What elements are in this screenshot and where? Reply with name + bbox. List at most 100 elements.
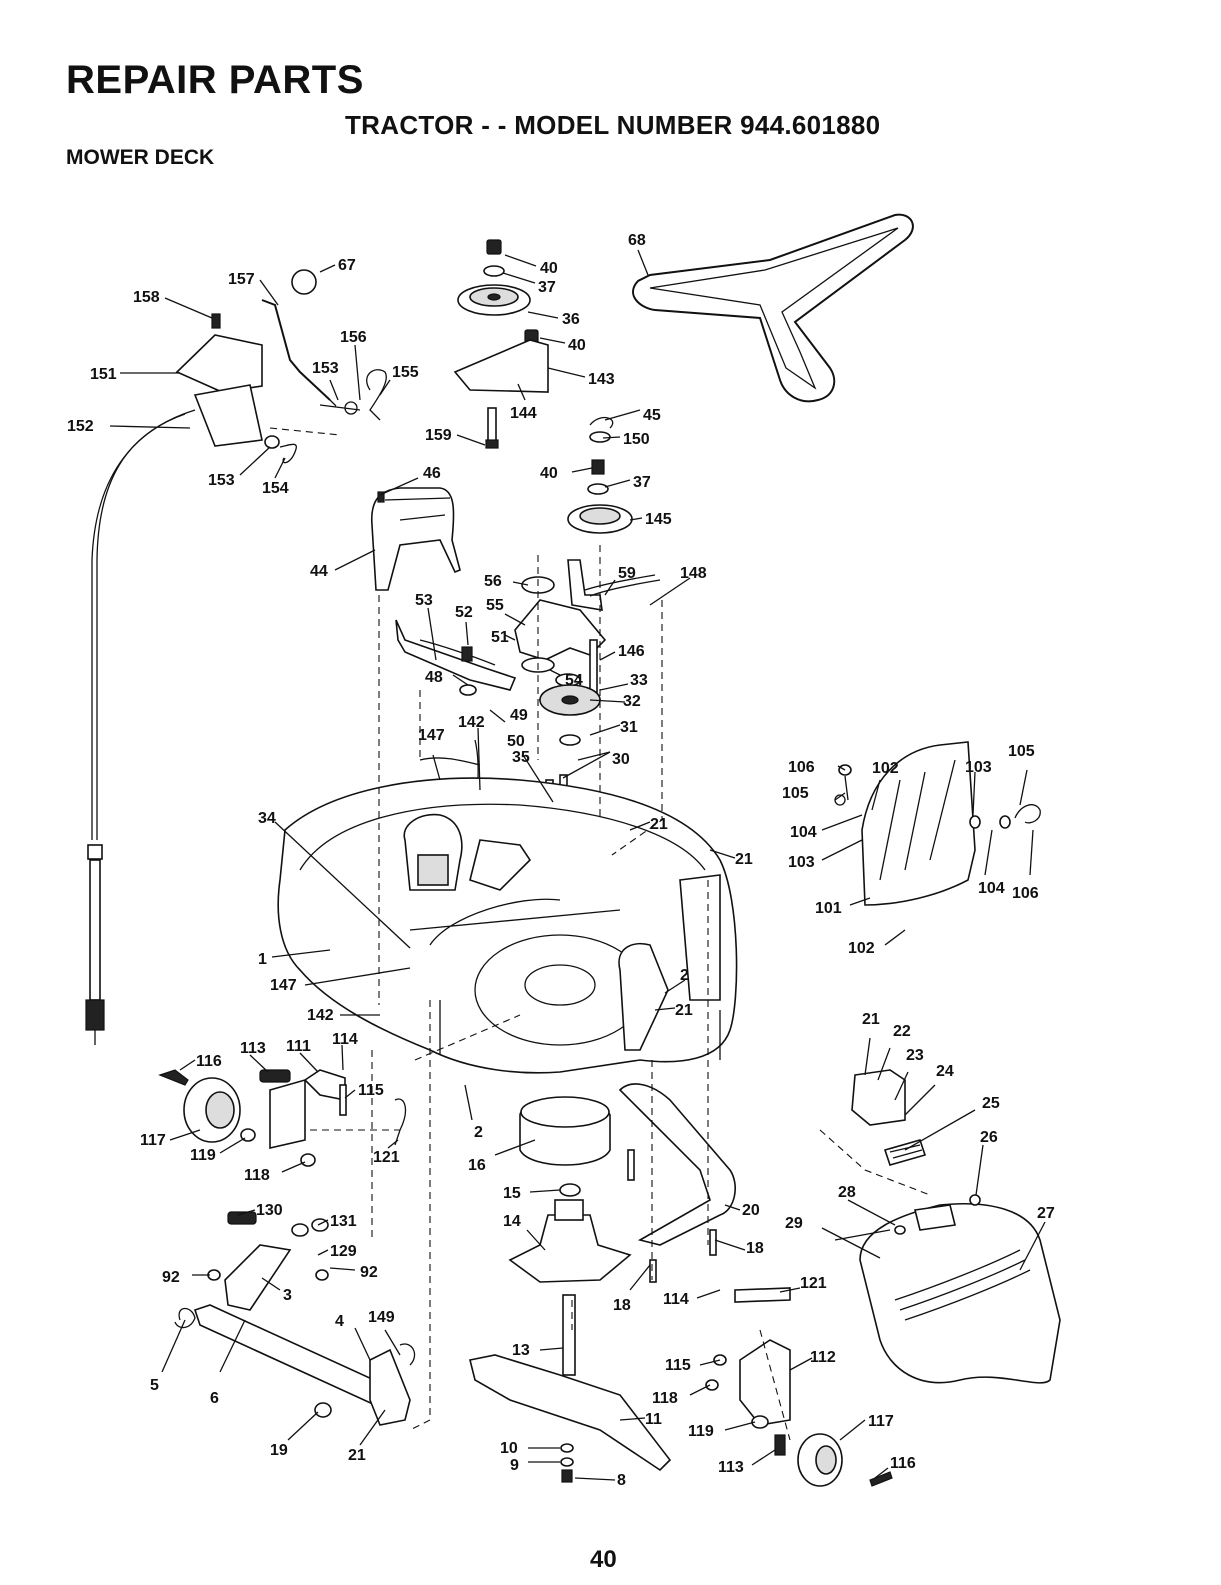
lift-lever-assembly xyxy=(175,269,387,464)
part-label: 103 xyxy=(965,759,992,776)
part-label: 114 xyxy=(663,1291,689,1308)
part-label: 23 xyxy=(906,1047,924,1064)
part-label: 46 xyxy=(423,465,441,482)
part-label: 142 xyxy=(458,714,485,731)
part-label: 104 xyxy=(790,824,817,841)
part-label: 121 xyxy=(800,1275,827,1292)
part-label: 29 xyxy=(785,1215,803,1232)
part-label: 116 xyxy=(890,1455,916,1472)
leader-lines xyxy=(109,249,1046,1481)
part-label: 147 xyxy=(270,977,297,994)
part-label: 4 xyxy=(335,1313,344,1330)
part-label: 25 xyxy=(982,1095,1000,1112)
part-label: 54 xyxy=(565,672,583,689)
part-label: 112 xyxy=(810,1349,836,1366)
part-label: 146 xyxy=(618,643,645,660)
part-label: 113 xyxy=(718,1459,744,1476)
belt-guard-44 xyxy=(371,487,461,591)
part-label: 118 xyxy=(652,1390,678,1407)
part-label: 67 xyxy=(338,257,356,274)
part-label: 102 xyxy=(872,760,899,777)
part-label: 14 xyxy=(503,1213,521,1230)
part-label: 50 xyxy=(507,733,525,750)
part-label: 21 xyxy=(862,1011,880,1028)
part-label: 149 xyxy=(368,1309,395,1326)
part-label: 24 xyxy=(936,1063,954,1080)
part-label: 21 xyxy=(675,1002,693,1019)
part-label: 2 xyxy=(680,967,689,984)
part-label: 119 xyxy=(688,1423,714,1440)
part-label: 22 xyxy=(893,1023,911,1040)
part-label: 102 xyxy=(848,940,875,957)
idler-pulley-145 xyxy=(567,416,633,534)
part-label: 157 xyxy=(228,271,255,288)
section-heading: MOWER DECK xyxy=(66,146,215,169)
part-label: 45 xyxy=(643,407,661,424)
part-label: 115 xyxy=(358,1082,384,1099)
page-number: 40 xyxy=(590,1546,617,1573)
part-label: 40 xyxy=(568,337,586,354)
part-label: 8 xyxy=(617,1472,626,1489)
gauge-wheel-left xyxy=(158,1069,407,1167)
part-label: 21 xyxy=(735,851,753,868)
model-subtitle: TRACTOR - - MODEL NUMBER 944.601880 xyxy=(345,110,881,140)
part-label: 40 xyxy=(540,465,558,482)
gauge-wheel-right xyxy=(705,1339,893,1487)
part-label: 105 xyxy=(782,785,809,802)
part-label: 129 xyxy=(330,1243,357,1260)
part-label: 145 xyxy=(645,511,672,528)
part-label: 53 xyxy=(415,592,433,609)
part-label: 49 xyxy=(510,707,528,724)
part-label: 21 xyxy=(650,816,668,833)
discharge-chute-27 xyxy=(834,1069,1061,1384)
idler-pulley-assembly-top xyxy=(453,239,549,449)
part-label: 28 xyxy=(838,1184,856,1201)
part-label: 44 xyxy=(310,563,328,580)
part-label: 119 xyxy=(190,1147,216,1164)
page-title: REPAIR PARTS xyxy=(66,58,364,102)
part-label: 32 xyxy=(623,693,641,710)
part-label: 131 xyxy=(330,1213,357,1230)
part-label: 51 xyxy=(491,629,509,646)
part-label: 13 xyxy=(512,1342,530,1359)
part-label: 36 xyxy=(562,311,580,328)
part-label: 151 xyxy=(90,366,117,383)
part-label: 106 xyxy=(1012,885,1039,902)
part-label: 26 xyxy=(980,1129,998,1146)
part-label: 121 xyxy=(373,1149,400,1166)
part-label: 37 xyxy=(633,474,651,491)
part-label: 152 xyxy=(67,418,94,435)
part-label: 3 xyxy=(283,1287,292,1304)
part-label: 6 xyxy=(210,1390,219,1407)
control-cable-152 xyxy=(85,409,196,1045)
part-label: 117 xyxy=(140,1132,166,1149)
part-label: 116 xyxy=(196,1053,222,1070)
part-label: 1 xyxy=(258,951,267,968)
part-label: 27 xyxy=(1037,1205,1055,1222)
part-label: 5 xyxy=(150,1377,159,1394)
part-label: 31 xyxy=(620,719,638,736)
part-label: 130 xyxy=(256,1202,283,1219)
part-label: 142 xyxy=(307,1007,334,1024)
part-label: 10 xyxy=(500,1440,518,1457)
part-label: 9 xyxy=(510,1457,519,1474)
part-label: 48 xyxy=(425,669,443,686)
belt-68 xyxy=(632,213,914,403)
deflector-101 xyxy=(834,741,1041,906)
part-label: 153 xyxy=(312,360,339,377)
part-label: 153 xyxy=(208,472,235,489)
part-label: 52 xyxy=(455,604,473,621)
part-label: 150 xyxy=(623,431,650,448)
part-label: 104 xyxy=(978,880,1005,897)
part-label: 56 xyxy=(484,573,502,590)
part-label: 159 xyxy=(425,427,452,444)
part-label: 11 xyxy=(645,1411,662,1428)
part-label: 40 xyxy=(540,260,558,277)
part-label: 147 xyxy=(418,727,445,744)
part-label: 30 xyxy=(612,751,630,768)
part-label: 101 xyxy=(815,900,842,917)
part-label: 117 xyxy=(868,1413,894,1430)
part-label: 105 xyxy=(1008,743,1035,760)
part-label: 16 xyxy=(468,1157,486,1174)
